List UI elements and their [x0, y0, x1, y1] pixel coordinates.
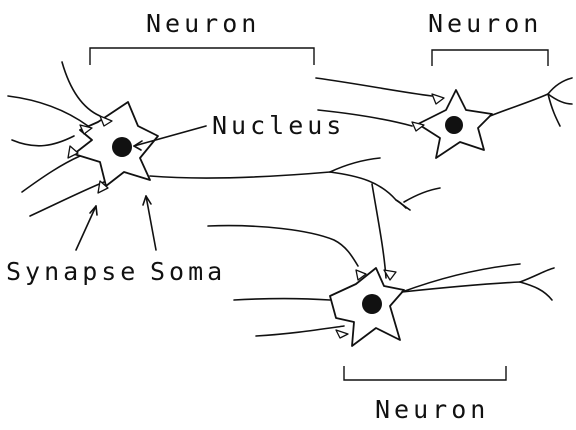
axon-2-branch [548, 78, 572, 94]
axon-3-branch [520, 282, 552, 300]
axon-1-branch [330, 172, 410, 210]
dendrite [256, 326, 344, 336]
neuron-2 [316, 78, 572, 158]
label-neuron-bottom: Neuron [375, 395, 489, 424]
bracket-top-left [90, 48, 314, 65]
synapse-terminal [336, 330, 348, 338]
axon-1-branch [372, 184, 386, 278]
dendrite [208, 226, 358, 266]
nucleus-3 [362, 294, 382, 314]
axon-3-branch [402, 264, 520, 292]
label-neuron-top-right: Neuron [428, 9, 542, 38]
dendrite [62, 62, 100, 116]
dendrite [22, 156, 80, 192]
neuron-3 [208, 226, 554, 346]
synapse-terminal [68, 146, 78, 158]
dendrite [12, 136, 74, 146]
bracket-top-right [432, 50, 548, 66]
axon-1-branch [404, 188, 440, 202]
neuron-1 [8, 62, 440, 278]
axon-3-branch [520, 268, 554, 282]
axon-1-branch [330, 158, 380, 172]
axon-2 [490, 94, 548, 116]
axon-2-branch [548, 94, 572, 104]
dendrite [316, 78, 432, 96]
dendrite [8, 96, 88, 126]
nucleus-2 [445, 116, 463, 134]
dendrite [234, 299, 330, 301]
axon-3 [402, 282, 520, 292]
synapse-terminal [432, 94, 444, 104]
label-nucleus: Nucleus [212, 111, 345, 140]
label-synapse: Synapse [6, 257, 139, 286]
nucleus-1 [112, 137, 132, 157]
axon-1 [150, 172, 330, 178]
pointer-synapse [76, 206, 96, 250]
bracket-bottom [344, 366, 506, 380]
label-soma: Soma [150, 257, 226, 286]
label-neuron-top-left: Neuron [146, 9, 260, 38]
